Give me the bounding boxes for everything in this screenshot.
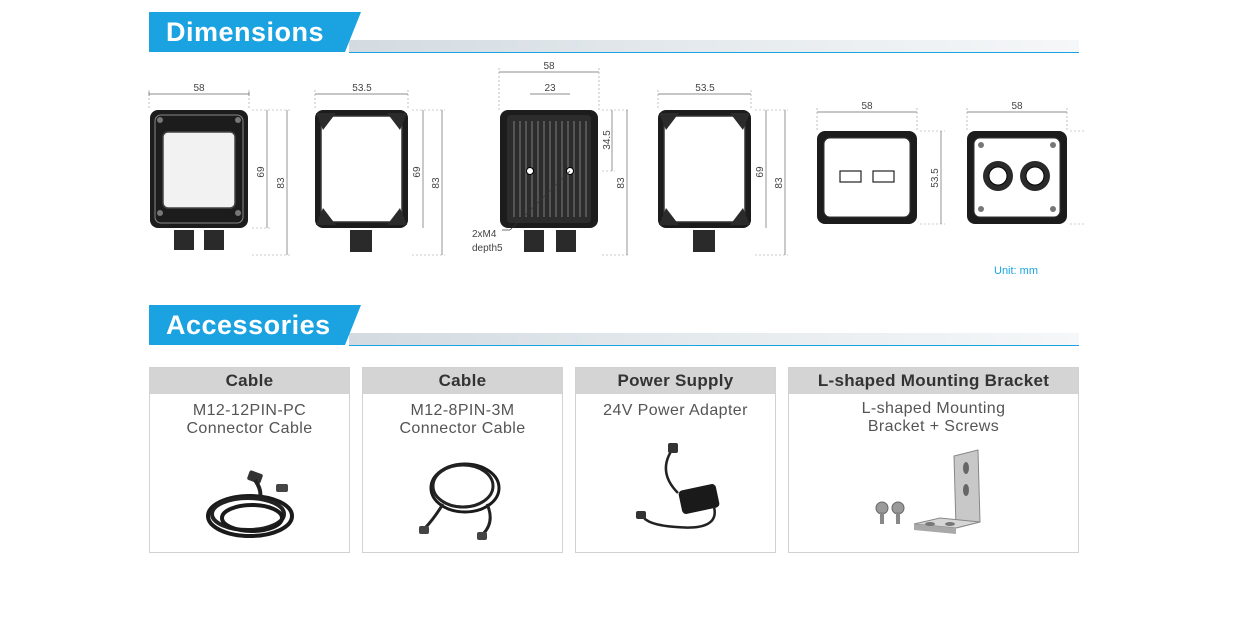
card-description: 24V Power Adapter: [576, 402, 775, 420]
card-title: Cable: [150, 368, 349, 394]
dim-width-label: 58: [861, 101, 873, 112]
dim-height-69-label: 69: [755, 166, 766, 178]
connector-cable-icon: [363, 446, 562, 546]
accessories-heading: Accessories: [149, 305, 361, 345]
card-desc-line1: L-shaped Mounting: [861, 400, 1006, 417]
back-view-drawing: 53.5 69 83: [314, 83, 445, 256]
dim-height-34-5-label: 34.5: [602, 130, 613, 150]
card-desc-line1: M12-12PIN-PC: [192, 402, 307, 419]
accessories-section-header: Accessories: [149, 305, 1079, 346]
header-rule: [349, 40, 1079, 53]
card-desc-line2: Bracket + Screws: [867, 418, 1000, 435]
dim-height-83-label: 83: [431, 177, 442, 189]
card-title: Power Supply: [576, 368, 775, 394]
thread-note-label: 2xM4: [472, 229, 497, 240]
dim-height-53-5-label: 53.5: [930, 168, 941, 188]
dimension-drawings: 58 69 83 53.5 69 83 58: [148, 61, 1085, 256]
unit-label: Unit: mm: [994, 265, 1038, 277]
side-view-drawing: 58 23 2xM4 depth5 34.5 83: [472, 61, 630, 256]
dimensions-section-header: Dimensions: [149, 12, 1079, 53]
accessory-card-mounting-bracket: L-shaped Mounting Bracket L-shaped Mount…: [788, 367, 1079, 553]
accessory-card-power-supply: Power Supply 24V Power Adapter: [575, 367, 776, 553]
thread-depth-label: depth5: [472, 243, 503, 254]
dim-height-83-label: 83: [616, 177, 627, 189]
card-title: L-shaped Mounting Bracket: [789, 368, 1078, 394]
top-view-drawing: 58 53.5: [816, 101, 945, 225]
dim-width-label: 53.5: [352, 83, 372, 94]
dim-width-label: 58: [193, 83, 205, 94]
dim-height-69-label: 69: [412, 166, 423, 178]
dim-width-label: 53.5: [695, 83, 715, 94]
accessory-card-cable-8pin: Cable M12-8PIN-3M Connector Cable: [362, 367, 563, 553]
bottom-view-drawing: 58: [966, 101, 1085, 225]
card-desc-line1: 24V Power Adapter: [603, 402, 748, 419]
card-description: L-shaped Mounting Bracket + Screws: [789, 400, 1078, 436]
header-rule: [349, 333, 1079, 346]
bracket-screws-icon: [789, 446, 1078, 546]
accessory-card-cable-12pin: Cable M12-12PIN-PC Connector Cable: [149, 367, 350, 553]
dim-width-label: 58: [1011, 101, 1023, 112]
dim-height-83-label: 83: [774, 177, 785, 189]
coiled-cable-icon: [150, 466, 349, 546]
card-description: M12-12PIN-PC Connector Cable: [150, 402, 349, 438]
dim-thread-spacing-label: 23: [544, 83, 556, 94]
dim-height-69-label: 69: [256, 166, 267, 178]
card-description: M12-8PIN-3M Connector Cable: [363, 402, 562, 438]
card-desc-line2: Connector Cable: [399, 420, 526, 437]
card-desc-line1: M12-8PIN-3M: [410, 402, 515, 419]
power-adapter-icon: [576, 441, 775, 546]
rear-view-drawing: 53.5 69 83: [657, 83, 788, 256]
card-desc-line2: Connector Cable: [186, 420, 313, 437]
dim-height-83-label: 83: [276, 177, 287, 189]
dimensions-heading: Dimensions: [149, 12, 361, 52]
card-title: Cable: [363, 368, 562, 394]
dim-width-label: 58: [543, 61, 555, 72]
front-view-drawing: 58 69 83: [148, 83, 290, 256]
